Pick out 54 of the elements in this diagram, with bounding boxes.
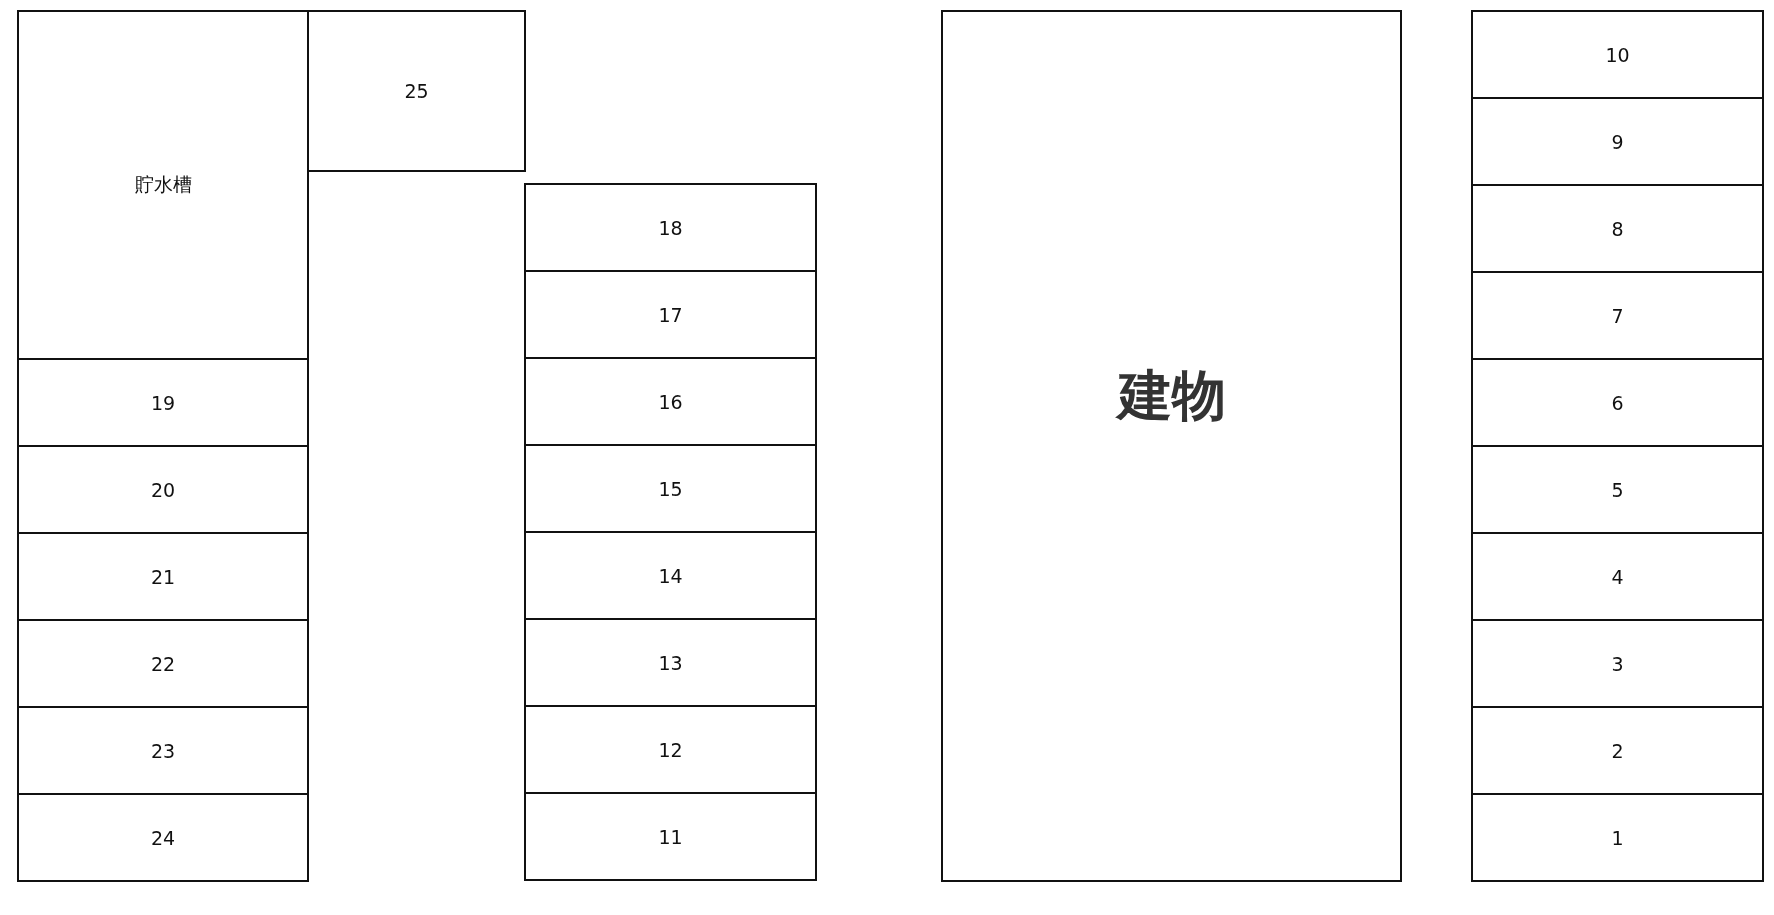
space-number: 19 xyxy=(150,391,176,414)
parking-space xyxy=(17,619,309,708)
parking-space xyxy=(1471,793,1764,882)
building-area xyxy=(941,10,1402,882)
parking-space xyxy=(524,183,817,272)
parking-space xyxy=(524,270,817,359)
parking-space xyxy=(17,445,309,534)
space-number: 7 xyxy=(1611,304,1624,327)
building-label: 建物 xyxy=(1117,362,1226,429)
parking-space xyxy=(1471,445,1764,534)
parking-space xyxy=(17,532,309,621)
parking-space xyxy=(17,793,309,882)
parking-space xyxy=(1471,358,1764,447)
space-number: 16 xyxy=(658,390,683,413)
water-tank-area xyxy=(17,10,309,360)
parking-space xyxy=(307,10,526,172)
parking-space xyxy=(17,358,309,447)
space-number: 21 xyxy=(150,565,176,588)
space-number: 24 xyxy=(150,826,176,849)
space-number: 20 xyxy=(150,478,176,501)
parking-space xyxy=(1471,532,1764,621)
area-label: 貯水槽 xyxy=(134,172,192,197)
parking-space xyxy=(524,357,817,446)
space-number: 5 xyxy=(1611,478,1624,501)
space-number: 4 xyxy=(1611,565,1624,588)
space-number: 14 xyxy=(658,564,683,587)
space-number: 22 xyxy=(150,652,176,675)
parking-space xyxy=(524,792,817,881)
space-number: 8 xyxy=(1611,217,1624,240)
parking-space xyxy=(1471,184,1764,273)
space-number: 15 xyxy=(658,477,683,500)
parking-space xyxy=(524,705,817,794)
space-number: 3 xyxy=(1611,652,1624,675)
space-number: 11 xyxy=(658,825,683,848)
space-number: 23 xyxy=(150,739,176,762)
space-number: 13 xyxy=(658,651,683,674)
parking-space xyxy=(1471,97,1764,186)
parking-space xyxy=(524,531,817,620)
parking-space xyxy=(17,706,309,795)
space-number: 2 xyxy=(1611,739,1624,762)
space-number: 18 xyxy=(658,216,683,239)
space-number: 1 xyxy=(1611,826,1624,849)
parking-space xyxy=(1471,706,1764,795)
parking-space xyxy=(524,618,817,707)
parking-space xyxy=(1471,10,1764,99)
space-number: 25 xyxy=(404,80,429,102)
space-number: 17 xyxy=(658,303,683,326)
space-number: 12 xyxy=(658,738,683,761)
space-number: 10 xyxy=(1605,43,1630,66)
space-number: 9 xyxy=(1611,130,1624,153)
space-number: 6 xyxy=(1611,391,1624,414)
parking-space xyxy=(1471,619,1764,708)
parking-space xyxy=(524,444,817,533)
parking-space xyxy=(1471,271,1764,360)
